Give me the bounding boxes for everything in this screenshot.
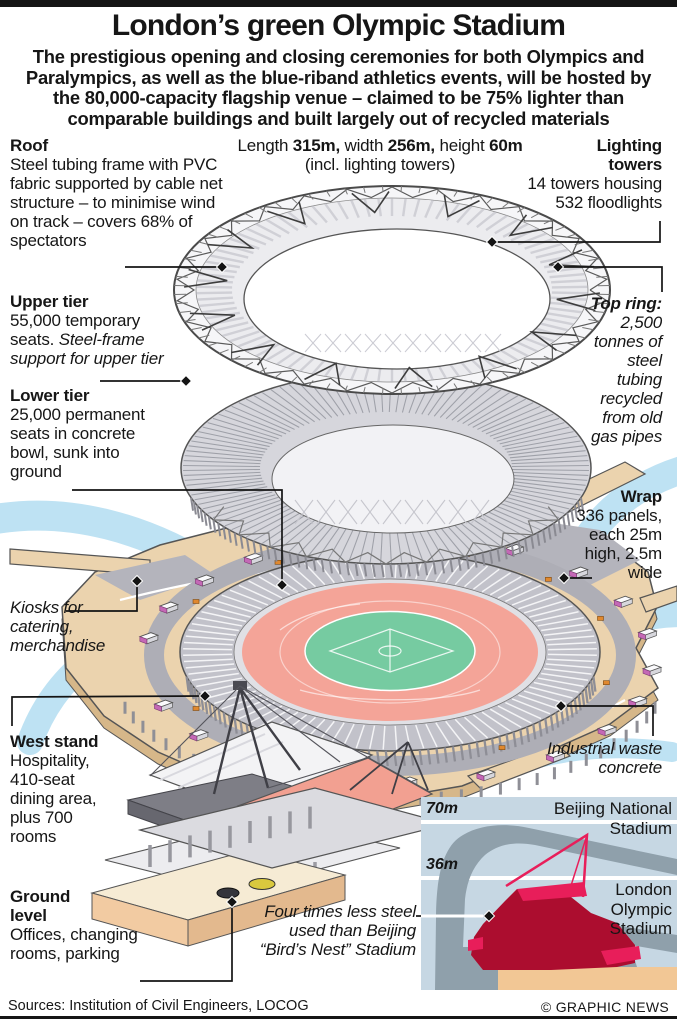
- height-comparison-chart: [421, 797, 677, 990]
- callout-west-body: Hospitality, 410-seat dining area, plus …: [10, 751, 97, 846]
- callout-roof-title: Roof: [10, 136, 48, 155]
- sources-line: Sources: Institution of Civil Engineers,…: [8, 998, 309, 1014]
- ground-strip: [498, 967, 677, 990]
- callout-west-title: West stand: [10, 732, 99, 751]
- top-rule: [0, 0, 677, 7]
- height-comparison-panel: 70m 36m Beijing National Stadium London …: [421, 797, 677, 990]
- dim-length: 315m,: [292, 136, 340, 155]
- callout-upper-body-italic: Steel-frame support for upper tier: [10, 330, 164, 368]
- intro-paragraph: The prestigious opening and closing cere…: [25, 46, 652, 129]
- london-stadium-label: London Olympic Stadium: [609, 880, 672, 938]
- callout-lower-title: Lower tier: [10, 386, 90, 405]
- callout-wrap-title: Wrap: [620, 487, 663, 506]
- callout-lighting-title: Lighting towers: [596, 136, 663, 174]
- leader-lines: [11, 221, 663, 982]
- beijing-stadium-label: Beijing National Stadium: [553, 799, 672, 838]
- gridline-label-36m: 36m: [426, 856, 459, 873]
- callout-top-ring-title: Top ring:: [590, 294, 662, 313]
- callout-ground-level: Ground level Offices, changing rooms, pa…: [10, 887, 162, 963]
- gridline-label-70m: 70m: [426, 800, 459, 817]
- callout-kiosks: Kiosks for catering, merchandise: [10, 598, 128, 655]
- callout-lower-body: 25,000 permanent seats in concrete bowl,…: [10, 405, 145, 481]
- callout-roof: Roof Steel tubing frame with PVC fabric …: [10, 136, 225, 250]
- callout-wrap: Wrap 336 panels, each 25m high, 2.5m wid…: [566, 487, 662, 582]
- callout-lower-tier: Lower tier 25,000 permanent seats in con…: [10, 386, 172, 481]
- dim-label: Length: [237, 136, 293, 155]
- dim-note: (incl. lighting towers): [304, 155, 456, 174]
- callout-industrial-body: Industrial waste concrete: [547, 739, 662, 777]
- page-title: London’s green Olympic Stadium: [111, 9, 566, 42]
- gridline-70m: [421, 820, 677, 824]
- callout-kiosks-body: Kiosks for catering, merchandise: [10, 598, 106, 655]
- callout-upper-title: Upper tier: [10, 292, 89, 311]
- london-silhouette: [468, 832, 641, 970]
- callout-ground-body: Offices, changing rooms, parking: [10, 925, 138, 963]
- bottom-rule: [0, 1016, 677, 1019]
- callout-top-ring: Top ring: 2,500 tonnes of steel tubing r…: [582, 294, 662, 446]
- dim-width: 256m,: [387, 136, 435, 155]
- callout-top-ring-body: 2,500 tonnes of steel tubing recycled fr…: [591, 313, 662, 446]
- callout-upper-body: 55,000 temporary seats.: [10, 311, 141, 349]
- callout-industrial: Industrial waste concrete: [534, 739, 662, 777]
- dim-label: width: [339, 136, 388, 155]
- upper-tier-bowl: [180, 371, 592, 578]
- callout-lighting-body: 14 towers housing 532 floodlights: [527, 174, 662, 212]
- lighting-tower-masts: [183, 191, 601, 389]
- credit-line: © GRAPHIC NEWS: [540, 999, 669, 1015]
- car: [216, 887, 240, 899]
- roof-ring: [173, 185, 611, 395]
- dimensions-line: Length 315m, width 256m, height 60m (inc…: [160, 136, 600, 174]
- callout-upper-tier: Upper tier 55,000 temporary seats. Steel…: [10, 292, 178, 368]
- car: [248, 878, 276, 890]
- callout-lighting-towers: Lighting towers 14 towers housing 532 fl…: [502, 136, 662, 212]
- callout-ground-title: Ground level: [10, 887, 71, 925]
- callout-four-times-body: Four times less steel used than Beijing …: [259, 902, 416, 959]
- callout-roof-body: Steel tubing frame with PVC fabric suppo…: [10, 155, 223, 250]
- leader-diamond: [482, 909, 496, 923]
- callout-wrap-body: 336 panels, each 25m high, 2.5m wide: [576, 506, 662, 582]
- callout-west-stand: West stand Hospitality, 410-seat dining …: [10, 732, 122, 846]
- west-stand-structure: [126, 681, 451, 869]
- lower-tier-bowl: [123, 530, 663, 806]
- dim-label: height: [434, 136, 490, 155]
- callout-four-times: Four times less steel used than Beijing …: [258, 902, 416, 959]
- dim-height: 60m: [489, 136, 523, 155]
- gridline-36m: [421, 876, 677, 880]
